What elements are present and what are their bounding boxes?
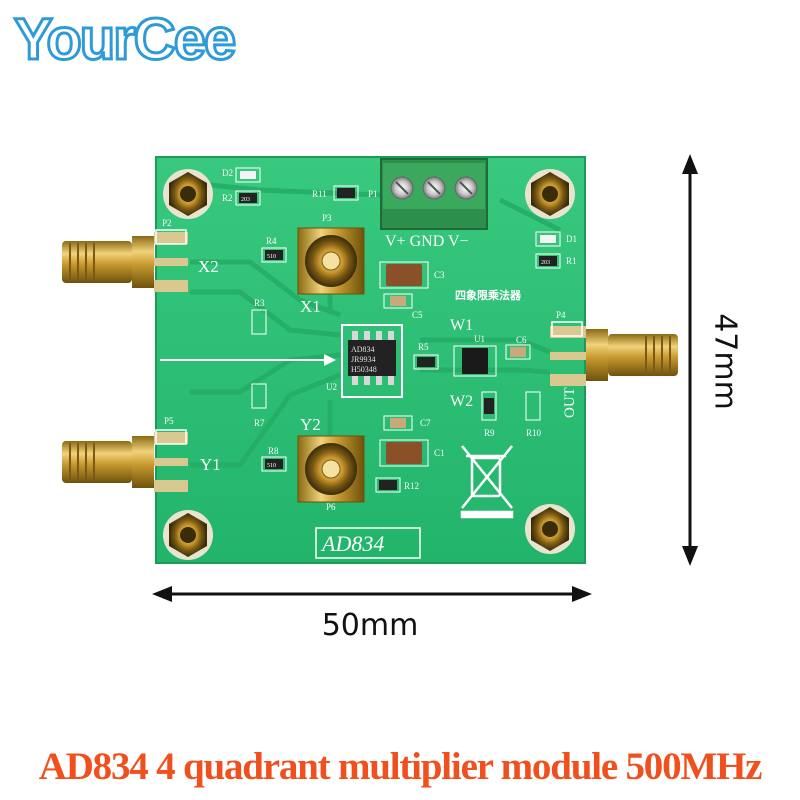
resistor-r7: [251, 383, 267, 409]
capacitor-c6: [505, 344, 531, 360]
label-w1: W1: [450, 317, 473, 334]
ref-p3: P3: [322, 213, 332, 223]
ref-d2: D2: [222, 168, 233, 178]
resistor-code-r1: 203: [541, 260, 550, 266]
ref-r1: R1: [566, 256, 577, 266]
ref-r2: R2: [222, 193, 233, 203]
mounting-hole-br: [525, 504, 575, 554]
ref-p2: P2: [162, 218, 172, 228]
ref-r9: R9: [484, 428, 495, 438]
silkscreen-labels: V+ GND V− X2 X1 Y1 Y2 W1 W2 OUT 四象限乘法器: [198, 233, 578, 474]
sma-connector-y1: [62, 432, 188, 492]
ref-r4: R4: [266, 236, 277, 246]
ref-u1: U1: [474, 334, 485, 344]
resistor-r3: [251, 309, 267, 335]
brand-logo: YourCee: [12, 6, 237, 74]
capacitor-c7: [383, 415, 413, 431]
ref-r7: R7: [254, 418, 265, 428]
sma-connector-out: [550, 326, 678, 386]
header-pads: [155, 229, 583, 445]
label-x2: X2: [198, 257, 219, 276]
capacitor-c1: [379, 439, 429, 467]
power-terminal-block: [380, 158, 488, 230]
product-caption: AD834 4 quadrant multiplier module 500MH…: [38, 745, 763, 788]
led-d1: [535, 231, 561, 247]
led-d2: [235, 167, 261, 183]
ref-d1: D1: [566, 234, 577, 244]
height-dimension-arrow: [682, 154, 698, 566]
label-y1: Y1: [200, 455, 221, 474]
chip-marking-line2: JR9934: [351, 355, 375, 364]
ref-p4: P4: [556, 310, 566, 320]
capacitor-c3: [379, 261, 429, 289]
signal-arrow: [160, 354, 336, 366]
ref-c6: C6: [516, 335, 527, 345]
mounting-hole-tl: [163, 169, 213, 219]
silkscreen-title: 四象限乘法器: [455, 288, 522, 302]
resistor-r12: [375, 477, 401, 493]
ad834-ic: AD834 JR9934 H50348: [341, 324, 403, 398]
resistor-r8: 510: [261, 456, 287, 472]
width-dimension-label: 50mm: [321, 608, 419, 643]
ref-c5: C5: [412, 310, 423, 320]
resistor-r2: 203: [235, 190, 261, 206]
label-x1: X1: [300, 297, 321, 316]
resistor-r1: 203: [535, 253, 561, 269]
ref-r3: R3: [254, 298, 265, 308]
ref-u2: U2: [326, 382, 337, 392]
ref-c1: C1: [434, 448, 445, 458]
resistor-code-r4: 510: [267, 254, 276, 260]
mounting-hole-tr: [525, 169, 575, 219]
capacitor-c5: [383, 293, 413, 309]
width-dimension-arrow: [152, 586, 592, 602]
ref-r12: R12: [404, 481, 419, 491]
ref-p5: P5: [164, 416, 174, 426]
sma-jack-y2: [297, 435, 365, 503]
resistor-r9: [481, 391, 497, 421]
resistor-r10: [525, 391, 541, 421]
sma-jack-x1: [297, 227, 365, 295]
resistor-r11: [333, 185, 359, 201]
chip-marking-line3: H50348: [351, 365, 377, 374]
weee-bin-icon: [460, 445, 514, 519]
ref-r5: R5: [418, 342, 429, 352]
label-y2: Y2: [300, 415, 321, 434]
height-dimension-label: 47mm: [707, 313, 743, 410]
sma-connector-x2: [62, 232, 188, 292]
resistor-code-r2: 203: [241, 197, 250, 203]
chip-marking-line1: AD834: [351, 345, 375, 354]
ref-p1: P1: [368, 189, 378, 199]
ref-r10: R10: [526, 428, 542, 438]
ref-r11: R11: [312, 189, 327, 199]
resistor-r5: [413, 354, 439, 370]
svg-text:AD834: AD834: [320, 531, 384, 556]
mounting-hole-bl: [163, 510, 213, 560]
ref-p6: P6: [326, 502, 336, 512]
ref-c3: C3: [434, 270, 445, 280]
reference-designators: D2 R2 R11 P1 D1 R1 P2 P3 R4 C3 C5 R3 U1 …: [162, 168, 577, 512]
resistor-r4: 510: [261, 247, 287, 263]
resistor-code-r8: 510: [267, 463, 276, 469]
label-out: OUT: [562, 387, 578, 418]
regulator-u1: [453, 345, 497, 377]
board-chip-label: AD834: [315, 527, 421, 559]
ref-c7: C7: [420, 418, 431, 428]
terminal-labels: V+ GND V−: [385, 233, 469, 250]
ref-r8: R8: [268, 446, 279, 456]
label-w2: W2: [450, 393, 473, 410]
